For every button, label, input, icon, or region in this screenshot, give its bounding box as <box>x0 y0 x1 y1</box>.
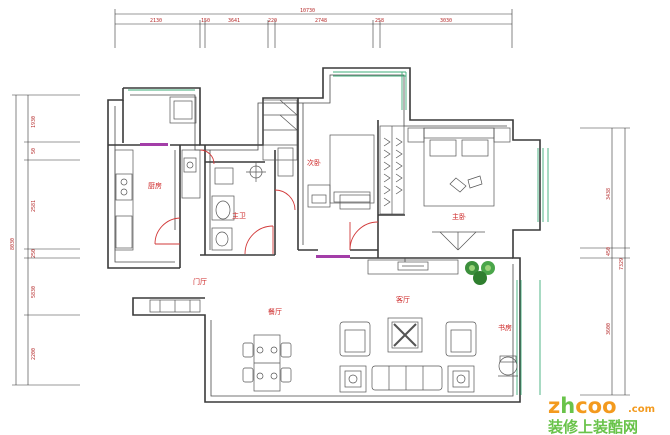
left-dim-1: 1930 <box>31 116 37 128</box>
door-swings <box>154 149 379 255</box>
left-dimensions: 1930 50 2581 250 5830 2200 8030 <box>10 94 80 386</box>
left-dim-2: 50 <box>31 148 37 154</box>
room-label-second-bedroom: 次卧 <box>307 158 321 167</box>
entrance-cabinet <box>149 299 201 313</box>
watermark-z: z <box>548 394 560 418</box>
right-dim-3: 7329 <box>619 258 625 270</box>
top-total-dim: 10730 <box>300 8 315 14</box>
plant-icons <box>465 261 495 285</box>
room-label-entrance: 门厅 <box>193 277 207 286</box>
left-dim-3: 2581 <box>31 200 37 212</box>
right-dim-1: 3438 <box>606 188 612 200</box>
top-dim-4: 220 <box>268 18 277 24</box>
bedroom-door-mark <box>316 255 350 258</box>
watermark-h: h <box>560 394 575 418</box>
room-label-dining: 餐厅 <box>268 307 282 316</box>
interior-walls <box>108 98 513 268</box>
master-bedroom-furniture <box>379 125 511 251</box>
room-label-kitchen: 厨房 <box>148 181 162 190</box>
windows <box>128 71 549 395</box>
left-dim-4: 250 <box>31 249 37 258</box>
living-room-sofa-set <box>339 317 477 393</box>
watermark: zhcoo .com 装修上装酷网 <box>547 394 655 435</box>
watermark-tagline: 装修上装酷网 <box>547 418 638 435</box>
room-label-bathroom: 主卫 <box>232 211 246 220</box>
top-dim-6: 258 <box>375 18 384 24</box>
top-dim-2: 150 <box>201 18 210 24</box>
room-label-study: 书房 <box>498 323 512 332</box>
top-dim-7: 3030 <box>440 18 452 24</box>
top-dim-3: 3641 <box>228 18 240 24</box>
left-dim-6: 2200 <box>31 348 37 360</box>
kitchen-sliding-door-mark <box>140 143 168 146</box>
left-dim-5: 5830 <box>31 286 37 298</box>
right-dimensions: 3438 450 7329 3600 <box>580 127 630 396</box>
top-dim-5: 2748 <box>315 18 327 24</box>
top-dimensions: 10730 2130 150 3641 220 2748 258 3030 <box>114 8 513 48</box>
room-label-master-bedroom: 主卧 <box>452 212 466 221</box>
watermark-coo: coo <box>575 394 616 418</box>
left-total-dim: 8030 <box>10 238 16 250</box>
kitchen-fixtures <box>114 96 201 251</box>
study-chair <box>498 355 518 377</box>
right-dim-4: 3600 <box>606 323 612 335</box>
top-dim-1: 2130 <box>150 18 162 24</box>
exterior-walls <box>107 67 541 403</box>
dining-set <box>242 334 292 392</box>
right-dim-2: 450 <box>606 247 612 256</box>
tv-cabinet <box>367 259 459 275</box>
room-label-living: 客厅 <box>396 295 410 304</box>
watermark-com: .com <box>628 404 655 415</box>
second-bedroom-furniture <box>262 99 375 210</box>
svg-text:zhcoo: zhcoo <box>548 394 617 418</box>
bathroom-fixtures <box>211 147 294 251</box>
